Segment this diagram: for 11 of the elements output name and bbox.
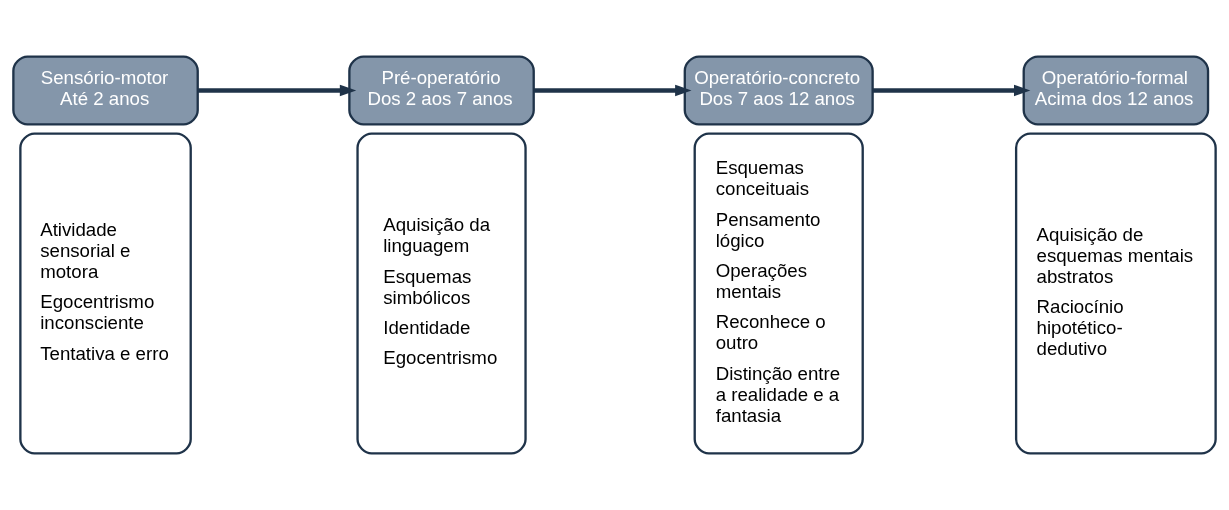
node-box: Aquisição de esquemas mentais abstratos Raciocínio hipotético-dedutivo <box>1014 132 1217 455</box>
node-box: Aquisição da linguagem Esquemas simbólicos Identidade Egocentrismo <box>356 132 527 455</box>
arrow <box>872 84 1031 97</box>
arrow <box>197 84 357 97</box>
node-box: Esquemas conceituais Pensamento lógico Operações mentais Reconhece o outro Distinção entre a realidade e a fantasia <box>693 132 864 455</box>
node-box: Sensório-motor Até 2 anos <box>12 55 199 126</box>
arrow <box>533 84 692 97</box>
node-box: Pré-operatório Dos 2 aos 7 anos <box>348 55 535 126</box>
node-box: Operatório-concreto Dos 7 aos 12 anos <box>683 55 874 126</box>
node-box: Atividade sensorial e motora Egocentrismo inconsciente Tentativa e erro <box>19 132 192 455</box>
node-box: Operatório-formal Acima dos 12 anos <box>1022 55 1210 126</box>
